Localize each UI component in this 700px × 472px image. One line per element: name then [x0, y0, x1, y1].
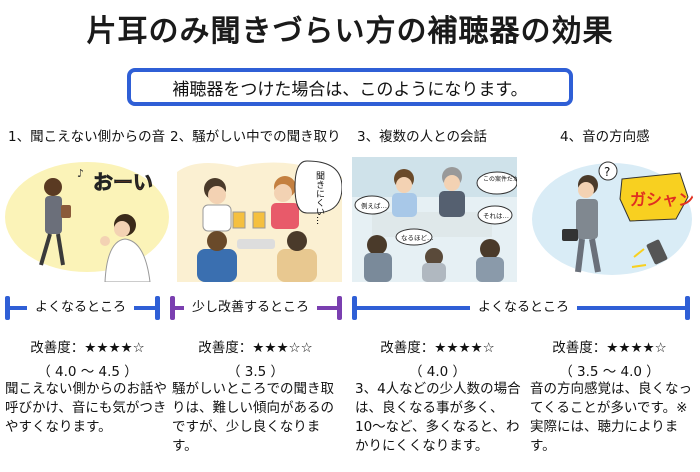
heading-2: 2、騒がしい中での聞き取り: [170, 129, 341, 145]
bar-label-1: よくなるところ: [27, 296, 135, 320]
description-1: 聞こえない側からのお話や呼びかけ、音にも気がつきやすくなります。: [5, 381, 167, 435]
subtitle-text: 補聴器をつけた場合は、このようになります。: [172, 79, 528, 100]
illustration-2: 聞きにくい…: [177, 157, 342, 282]
description-2: 騒がしいところでの聞き取りは、難しい傾向があるのですが、少し良くなります。: [172, 381, 334, 454]
improvement-bar-2: 少し改善するところ: [170, 296, 342, 320]
heading-1: 1、聞こえない側からの音: [8, 129, 166, 145]
description-3: 3、4人などの少人数の場合は、良くなる事が多く、10〜など、多くなると、わかりに…: [355, 381, 521, 454]
svg-text:♪: ♪: [77, 167, 84, 180]
rating-range-1: （ 4.0 〜 4.5 ）: [37, 364, 138, 380]
bar-label-2: 少し改善するところ: [184, 296, 318, 320]
page-title: 片耳のみ聞きづらい方の補聴器の効果: [86, 14, 614, 49]
speech-oi: おーい: [93, 170, 153, 194]
speech-kikinikui: 聞きにくい…: [314, 171, 325, 225]
heading-4: 4、音の方向感: [560, 129, 650, 145]
question-mark: ?: [604, 165, 610, 179]
rating-label-4: 改善度：★★★★☆: [552, 340, 667, 356]
rating-label-1: 改善度：★★★★☆: [30, 340, 145, 356]
rating-range-3: （ 4.0 ）: [408, 364, 467, 380]
heading-3: 3、複数の人との会話: [357, 129, 487, 145]
speech-naruhodo: なるほど…: [401, 234, 434, 242]
illustration-3: この案件だが… 例えば… それは… なるほど…: [352, 157, 517, 282]
bar-label-3: よくなるところ: [470, 296, 578, 320]
rating-3: 改善度：★★★★☆ （ 4.0 ）: [350, 336, 525, 380]
illustration-1: おーい ♪: [5, 157, 170, 282]
improvement-bar-3: よくなるところ: [352, 296, 690, 320]
subtitle-box: 補聴器をつけた場合は、このようになります。: [127, 68, 573, 106]
description-4: 音の方向感覚は、良くなってくることが多いです。※実際には、聴力によります。: [530, 381, 692, 454]
speech-anken: この案件だが…: [483, 175, 517, 183]
rating-label-2: 改善度：★★★☆☆: [198, 340, 313, 356]
rating-range-2: （ 3.5 ）: [226, 364, 285, 380]
improvement-bar-1: よくなるところ: [5, 296, 160, 320]
speech-tatoeba: 例えば…: [361, 201, 387, 210]
rating-2: 改善度：★★★☆☆ （ 3.5 ）: [168, 336, 343, 380]
speech-soreha: それは…: [483, 212, 509, 220]
rating-4: 改善度：★★★★☆ （ 3.5 〜 4.0 ）: [522, 336, 697, 380]
rating-label-3: 改善度：★★★★☆: [380, 340, 495, 356]
illustration-4: ? ガシャン: [530, 157, 695, 282]
speech-gashan: ガシャン: [630, 190, 694, 209]
rating-range-4: （ 3.5 〜 4.0 ）: [559, 364, 660, 380]
rating-1: 改善度：★★★★☆ （ 4.0 〜 4.5 ）: [0, 336, 175, 380]
